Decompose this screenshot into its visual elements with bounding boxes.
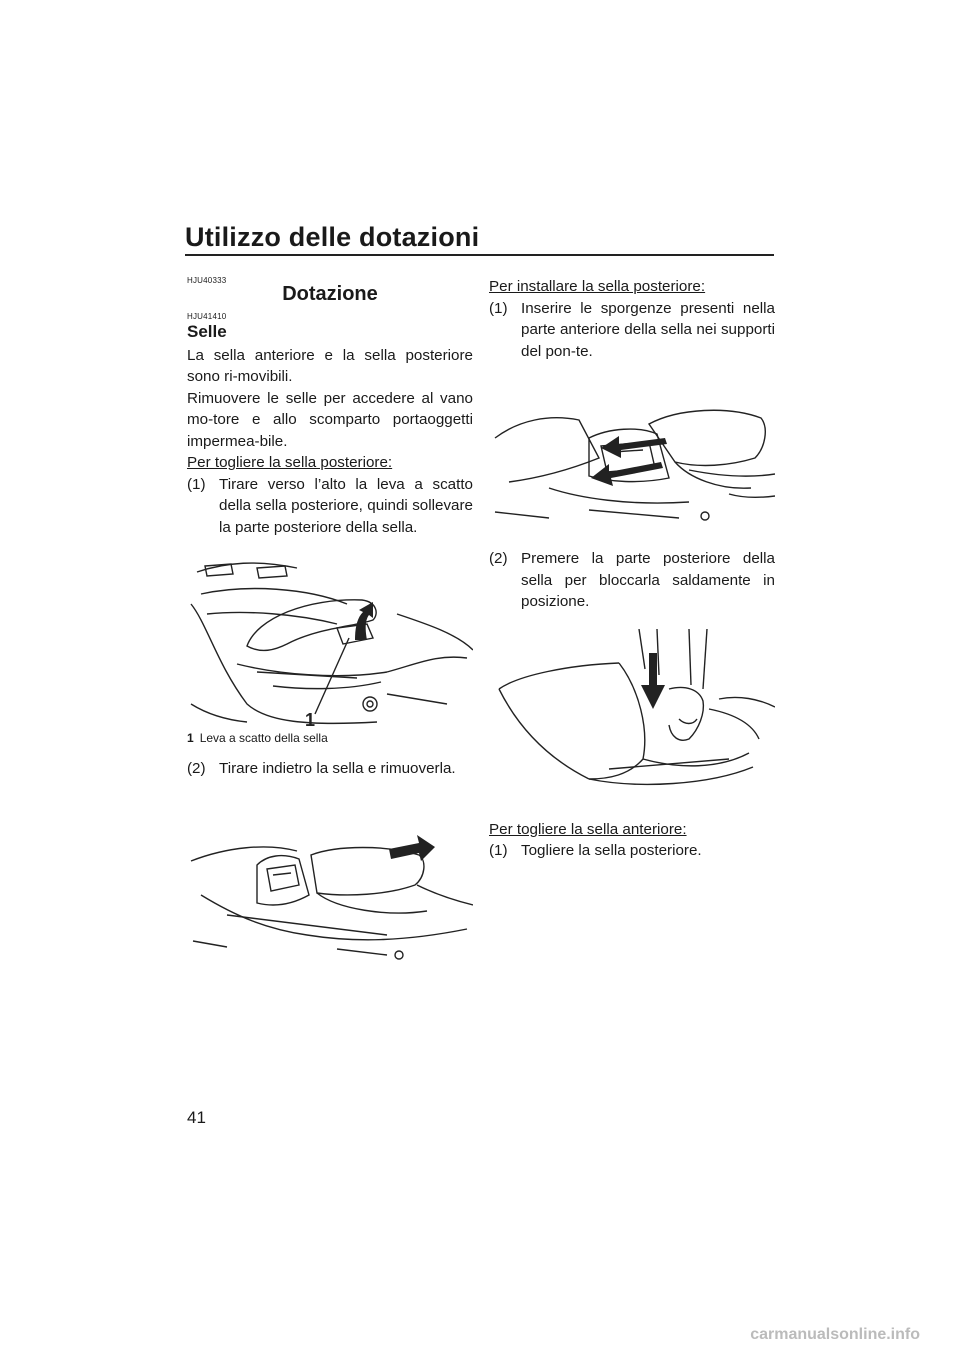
figure-caption: 1 Leva a scatto della sella bbox=[187, 728, 473, 750]
figure-seat-pull-back bbox=[187, 825, 473, 965]
seat-lever-illustration: 1 bbox=[190, 562, 473, 730]
subsection-title: Selle bbox=[187, 321, 227, 341]
step-number: (1) bbox=[489, 842, 508, 859]
step-item: (1) Inserire le sporgenze presenti nella… bbox=[489, 298, 775, 363]
step-item: (1) Tirare verso l’alto la leva a scatto… bbox=[187, 474, 473, 539]
right-column: Per installare la sella posteriore: (1) … bbox=[489, 276, 775, 862]
step-text: Inserire le sporgenze presenti nella par… bbox=[521, 299, 775, 360]
step-item: (2) Tirare indietro la sella e rimuoverl… bbox=[187, 758, 473, 780]
figure-seat-press bbox=[489, 628, 775, 797]
caption-text: Leva a scatto della sella bbox=[199, 731, 328, 745]
procedure-heading: Per togliere la sella posteriore: bbox=[187, 454, 393, 471]
paragraph: La sella anteriore e la sella posteriore… bbox=[187, 346, 473, 386]
procedure-heading: Per installare la sella posteriore: bbox=[489, 278, 706, 295]
seat-install-illustration bbox=[494, 409, 775, 521]
caption-number: 1 bbox=[187, 731, 194, 745]
step-number: (1) bbox=[489, 299, 508, 317]
doc-code: HJU41410 bbox=[187, 311, 227, 321]
section-title: Dotazione bbox=[282, 283, 378, 305]
watermark: carmanualsonline.info bbox=[750, 1326, 920, 1343]
paragraph: Rimuovere le selle per accedere al vano … bbox=[187, 389, 473, 450]
step-text: Togliere la sella posteriore. bbox=[521, 842, 702, 859]
figure-callout-number: 1 bbox=[305, 710, 315, 730]
step-text: Premere la parte posteriore della sella … bbox=[521, 550, 775, 610]
page-number: 41 bbox=[187, 1108, 206, 1127]
step-item: (1) Togliere la sella posteriore. bbox=[489, 840, 775, 862]
procedure-heading: Per togliere la sella anteriore: bbox=[489, 820, 687, 838]
seat-press-illustration bbox=[498, 628, 775, 785]
step-item: (2) Premere la parte posteriore della se… bbox=[489, 548, 775, 613]
step-number: (2) bbox=[489, 550, 508, 567]
figure-seat-install bbox=[489, 398, 775, 536]
step-number: (1) bbox=[187, 475, 206, 493]
header-rule bbox=[185, 254, 774, 256]
seat-pull-back-illustration bbox=[190, 835, 473, 960]
doc-code: HJU40333 bbox=[187, 276, 227, 285]
step-text: Tirare verso l’alto la leva a scatto del… bbox=[219, 475, 473, 536]
step-text: Tirare indietro la sella e rimuoverla. bbox=[219, 759, 456, 777]
step-number: (2) bbox=[187, 759, 206, 777]
left-column: HJU40333 Dotazione HJU41410 Selle La sel… bbox=[187, 276, 473, 971]
page-header-title: Utilizzo delle dotazioni bbox=[185, 222, 480, 252]
